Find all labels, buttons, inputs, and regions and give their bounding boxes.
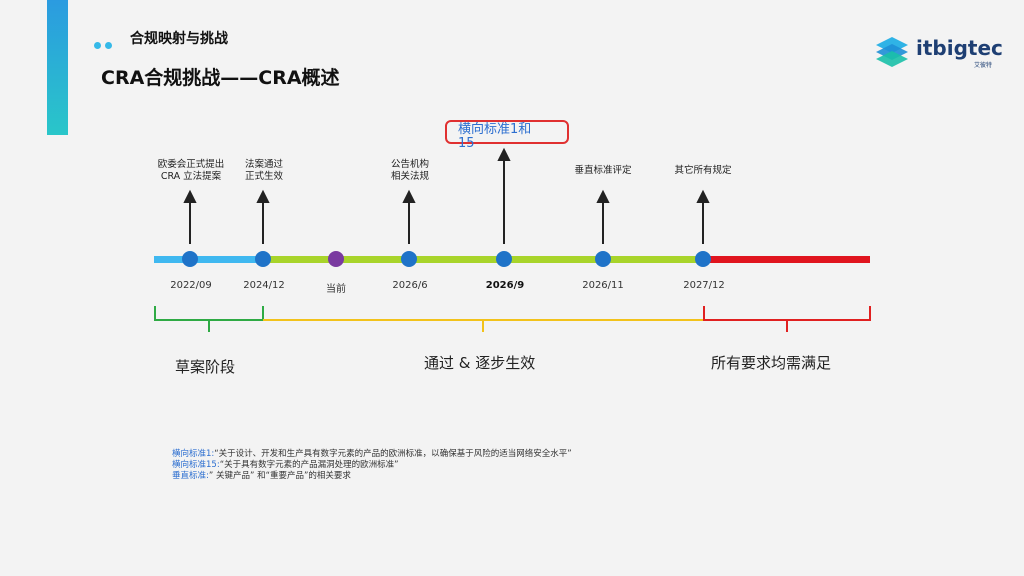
timeline-node: [255, 251, 271, 267]
callout-box: [445, 120, 569, 144]
accent-bar: [47, 0, 68, 135]
event-label-3: 公告机构相关法规: [390, 159, 429, 182]
page-title: CRA合规挑战——CRA概述: [101, 67, 340, 89]
event-label-5: 垂直标准评定: [574, 165, 632, 176]
timeline-node: [695, 251, 711, 267]
company-logo: itbigtec 艾彼特: [874, 33, 1003, 73]
date-label: 2026/11: [582, 280, 624, 291]
date-label: 2022/09: [170, 280, 212, 291]
event-label-6: 其它所有规定: [674, 165, 732, 176]
timeline-node: [496, 251, 512, 267]
date-label-current: 当前: [326, 284, 346, 295]
logo-text: itbigtec: [916, 36, 1003, 60]
footnotes: 横向标准1:“关于设计、开发和生产具有数字元素的产品的欧洲标准，以确保基于风险的…: [172, 449, 572, 482]
timeline-node: [595, 251, 611, 267]
logo-icon: [876, 37, 908, 67]
phase-label-draft: 草案阶段: [175, 358, 236, 376]
timeline-node: [182, 251, 198, 267]
date-label: 2024/12: [243, 280, 285, 291]
footnote-2: 横向标准15:“关于具有数字元素的产品漏洞处理的欧洲标准”: [172, 460, 399, 470]
phase-label-adoption: 通过 & 逐步生效: [424, 354, 536, 372]
section-dots: [94, 34, 116, 53]
timeline-node: [401, 251, 417, 267]
bracket-adoption: [263, 319, 703, 332]
phase-label-all-requirements: 所有要求均需满足: [711, 354, 832, 372]
logo-subtext: 艾彼特: [974, 62, 993, 69]
bracket-draft: [154, 306, 264, 332]
section-label: 合规映射与挑战: [130, 31, 228, 47]
timeline-segment-middle: [264, 256, 704, 263]
date-label: 2026/6: [392, 280, 428, 291]
bracket-all-requirements: [703, 306, 871, 332]
timeline-segment-past: [154, 256, 264, 263]
date-label: 2026/9: [485, 280, 525, 291]
date-label: 2027/12: [683, 280, 725, 291]
event-label-2: 法案通过正式生效: [244, 159, 283, 182]
footnote-3: 垂直标准:” 关键产品” 和“重要产品”的相关要求: [172, 471, 351, 481]
timeline-node-current: [328, 251, 344, 267]
footnote-1: 横向标准1:“关于设计、开发和生产具有数字元素的产品的欧洲标准，以确保基于风险的…: [172, 449, 572, 459]
timeline-segment-future: [704, 256, 870, 263]
